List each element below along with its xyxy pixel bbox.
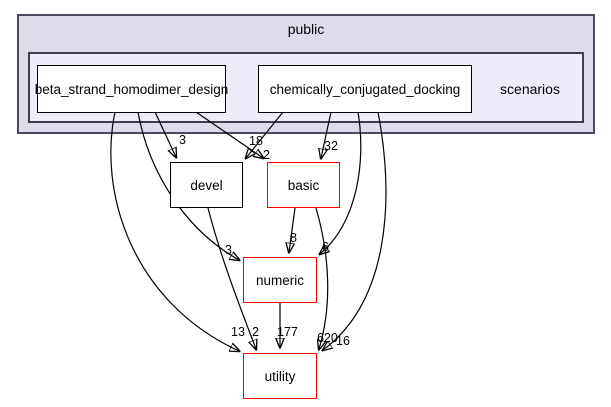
- node-chemically-conjugated-docking[interactable]: chemically_conjugated_docking: [258, 65, 472, 113]
- edge-label-chem-numeric: 6: [322, 240, 329, 254]
- edge-label-beta-devel: 3: [179, 133, 186, 147]
- node-beta-strand-homodimer-design[interactable]: beta_strand_homodimer_design: [35, 65, 228, 113]
- edge-label-basic-utility: 620: [317, 331, 338, 345]
- edge-label-chem-utility: 16: [336, 334, 350, 348]
- edge-label-chem-devel: 2: [263, 148, 270, 162]
- edge-label-basic-numeric: 8: [290, 231, 297, 245]
- edge-label-devel-utility: 2: [252, 325, 259, 339]
- edge-label-beta-numeric: 3: [225, 243, 232, 257]
- cluster-public-label[interactable]: public: [287, 21, 325, 37]
- node-numeric[interactable]: numeric: [243, 257, 317, 303]
- edge-label-numeric-utility: 177: [277, 325, 298, 339]
- cluster-scenarios-label[interactable]: scenarios: [500, 81, 560, 97]
- edge-basic-to-numeric: [289, 207, 296, 252]
- node-utility[interactable]: utility: [243, 353, 317, 399]
- node-basic[interactable]: basic: [267, 162, 340, 208]
- edge-basic-to-utility: [315, 207, 329, 349]
- edge-label-beta-basic: 18: [249, 134, 263, 148]
- node-devel[interactable]: devel: [170, 162, 243, 208]
- edge-beta-to-utility: [110, 111, 239, 351]
- edge-label-beta-utility: 13: [231, 325, 245, 339]
- edge-label-chem-basic: 32: [324, 139, 338, 153]
